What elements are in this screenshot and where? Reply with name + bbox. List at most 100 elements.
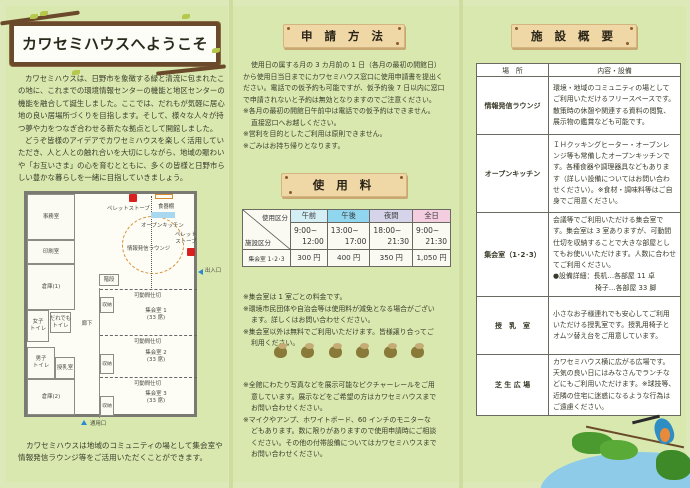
leaf-icon — [72, 70, 80, 75]
facilities-col-content: 内容・設備 — [548, 63, 681, 77]
text-line: つ夢や力をつなぎ合わせる新たな拠点として開館しました。 — [18, 123, 218, 133]
note: ※各月の最初の開館日午前中は電話での仮予約はできません。 直接窓口へお越しくださ… — [243, 107, 435, 127]
nail-icon — [400, 176, 403, 179]
nail-icon — [398, 27, 401, 30]
nail-icon — [630, 27, 633, 30]
text-line: や「お互いさま」の心を育むとともに、多くの皆様と日野市ら — [18, 160, 225, 170]
leaf-icon — [30, 14, 38, 19]
facilities-table: 場 所 内容・設備 情報発信ラウンジ 環境・地域のコミュニティの場としてご利用い… — [476, 63, 681, 417]
facility-place: 授 乳 室 — [476, 296, 549, 355]
cupboard-label: 食器棚 — [158, 204, 175, 210]
partition-label: 可動間仕切 — [134, 339, 161, 345]
note: ※環境市民団体や自治会等は使用料が減免となる場合がござい ます。詳しくはお問い合… — [243, 304, 435, 325]
facility-desc-text: 会議等でご利用いただける集会室です。集会室は 3 室ありますが、可動間仕切を収納… — [553, 216, 676, 270]
nail-icon — [396, 42, 399, 45]
kitchen-counter-icon — [151, 212, 175, 218]
room-print: 印刷室 — [27, 240, 75, 264]
acorn-icon — [356, 343, 370, 358]
room-closet: 収納 — [100, 297, 114, 313]
service-entrance-arrow-icon — [81, 420, 87, 425]
text-line: カワセミハウスは地域のコミュニティの場として集会室や — [26, 441, 223, 450]
kitchen-label: オープンキッチン — [141, 223, 184, 229]
application-heading-board: 申 請 方 法 — [283, 24, 405, 48]
nail-icon — [626, 42, 629, 45]
text-line: どうぞ皆様のアイデアでカワセミハウスを楽しく活用してい — [25, 136, 224, 145]
application-body: 使用日の属する月の 3 カ月前の 1 日（各月の最初の開館日） から使用日当日ま… — [243, 60, 458, 152]
fee-corner-cell: 使用区分 施設区分 — [242, 209, 291, 250]
usage-category-label: 使用区分 — [262, 214, 288, 222]
note: ※集会室は 1 室ごとの料金です。 — [243, 293, 347, 301]
nail-icon — [515, 27, 518, 30]
facility-desc: 会議等でご利用いただける集会室です。集会室は 3 室ありますが、可動間仕切を収納… — [548, 212, 681, 297]
facility-desc: カワセミハウス横に広がる広場です。天気の良い日にはみなさんでランチなどにもご利用… — [548, 353, 681, 417]
room-office: 事務室 — [27, 194, 75, 240]
fold-line — [459, 0, 463, 488]
room-stairs: 階段 — [99, 274, 119, 286]
room-seats: (33 席) — [146, 315, 166, 321]
text-line: 地の良い居場所づくりを目指します。そして、様々な人々が持 — [18, 111, 224, 121]
facility-place: 集会室（1･2･3） — [476, 212, 549, 297]
facility-place: オープンキッチン — [476, 134, 549, 213]
room-meeting-1: 集会室 1 (33 席) — [115, 297, 197, 333]
room-meeting-2: 集会室 2 (33 席) — [115, 342, 197, 372]
facility-place: 情報発信ラウンジ — [476, 76, 549, 135]
movable-partition — [100, 377, 197, 378]
service-entrance-label: 通用口 — [90, 421, 107, 427]
fee-price-evening: 350 円 — [369, 249, 414, 267]
movable-partition — [100, 289, 197, 290]
welcome-title: カワセミハウスへようこそ — [21, 35, 208, 53]
note: ※集会室以外は無料でご利用いただけます。皆様譲り合ってご 利用ください。 — [243, 327, 434, 348]
text-line: カワセミハウスは、日野市を象徴する緑と清流に包まれたこ — [25, 74, 225, 83]
text-line: 情報発信ラウンジ等をご活用いただくことができます。 — [18, 453, 208, 463]
text-line: 機能を融合して誕生しました。ここでは、だれもが気軽に居心 — [18, 98, 225, 108]
text-line: しい豊かな暮らしを一緒に目指していきましょう。 — [18, 173, 188, 183]
fees-heading: 使 用 料 — [312, 178, 376, 192]
time-to: 21:30 — [387, 237, 410, 246]
lounge-divider — [151, 196, 152, 288]
nail-icon — [287, 27, 290, 30]
fees-heading-board: 使 用 料 — [281, 173, 407, 197]
fee-col-fullday: 全日 — [412, 209, 451, 223]
entrance-arrow-icon — [198, 269, 203, 275]
text-line: 使用日の属する月の 3 カ月前の 1 日（各月の最初の開館日） — [251, 61, 441, 69]
lounge-label: 情報発信ラウンジ — [127, 246, 171, 252]
fee-time-evening: 18:00~ 21:30 — [369, 222, 414, 250]
text-line: ださい。電話での仮予約も可能ですが、仮予約後 7 日以内に窓口 — [243, 84, 445, 92]
room-corridor: 廊下 — [81, 320, 93, 327]
note: ※マイクやアンプ、ホワイトボード、60 インチのモニターな どもあります。数に限… — [243, 415, 437, 459]
room-storage-1: 倉庫(1) — [27, 264, 75, 310]
fee-price-morning: 300 円 — [290, 249, 328, 267]
acorn-icon — [301, 343, 315, 358]
application-heading: 申 請 方 法 — [300, 29, 387, 43]
fee-col-morning: 午前 — [290, 209, 328, 223]
welcome-paragraph-2: どうぞ皆様のアイデアでカワセミハウスを楽しく活用してい ただき、人と人との触れ合… — [18, 135, 228, 185]
text-line: から使用日当日までにカワセミハウス窓口に使用申請書を提出く — [243, 72, 443, 81]
welcome-title-frame: カワセミハウスへようこそ — [10, 22, 220, 66]
facilities-heading-board: 施 設 概 要 — [511, 24, 637, 48]
pellet-stove-icon — [187, 248, 195, 256]
room-storage-2: 倉庫(2) — [27, 379, 75, 415]
time-from: 18:00~ — [373, 226, 402, 235]
text-line: ただき、人と人との触れ合いを大切にしながら、地域の賑わい — [18, 148, 225, 158]
pellet-stove-label-2: ペレット ストーブ — [175, 232, 197, 245]
time-from: 13:00~ — [330, 226, 359, 235]
fee-price-afternoon: 400 円 — [326, 249, 371, 267]
pellet-stove-icon — [129, 194, 137, 202]
room-nursing: 授乳室 — [55, 357, 75, 379]
room-anyone-toilet: だれでも トイレ — [50, 312, 71, 333]
fee-price-fullday: 1,050 円 — [412, 249, 451, 267]
extras-notes: ※全館にわたり写真などを展示可能なピクチャーレールをご用 意しています。展示など… — [243, 380, 458, 461]
fee-col-evening: 夜間 — [369, 209, 414, 223]
room-seats: (33 席) — [146, 357, 166, 363]
fee-notes: ※集会室は 1 室ごとの料金です。 ※環境市民団体や自治会等は使用料が減免となる… — [243, 292, 458, 350]
foliage-illustration — [656, 450, 690, 480]
floor-plan: 事務室 印刷室 倉庫(1) 女子 トイレ だれでも トイレ 男子 トイレ 授乳室… — [24, 191, 197, 418]
leaf-icon — [212, 48, 220, 53]
room-seats: (33 席) — [146, 398, 166, 404]
fee-time-afternoon: 13:00~ 17:00 — [326, 222, 371, 250]
time-to: 17:00 — [344, 237, 367, 246]
nail-icon — [285, 176, 288, 179]
text-line: で申請されないと予約は無効となりますのでご注意ください。 — [243, 95, 436, 104]
acorn-icon — [410, 343, 424, 358]
facility-equipment: ●設備詳細：長机…各部屋 11 卓 — [553, 272, 655, 281]
